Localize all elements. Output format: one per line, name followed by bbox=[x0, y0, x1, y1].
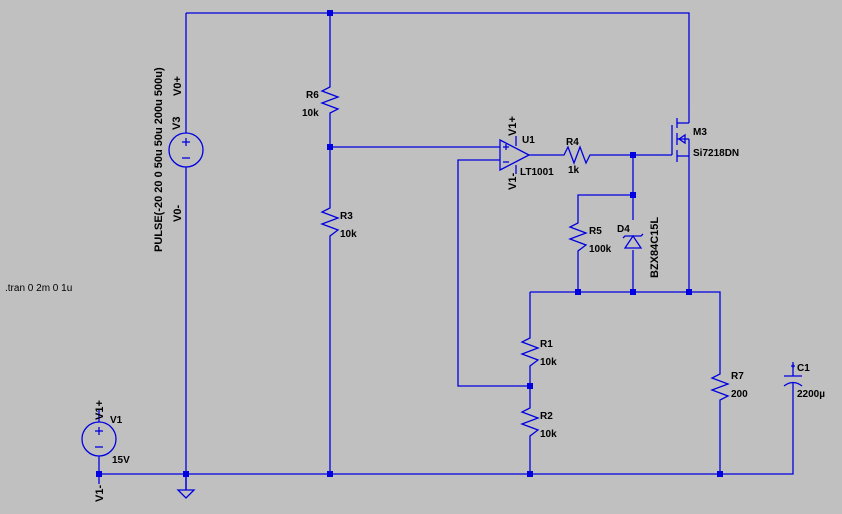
r2-name: R2 bbox=[540, 411, 553, 422]
wires bbox=[98, 12, 794, 490]
resistor-R2[interactable]: R2 10k bbox=[520, 404, 557, 442]
r1-name: R1 bbox=[540, 339, 553, 350]
r6-name: R6 bbox=[306, 90, 319, 101]
junction-dots bbox=[96, 10, 723, 477]
r7-value: 200 bbox=[731, 389, 748, 400]
resistor-icon bbox=[560, 145, 592, 165]
r3-value: 10k bbox=[340, 229, 357, 240]
resistor-icon bbox=[710, 370, 730, 404]
resistor-R6[interactable]: R6 10k bbox=[302, 83, 340, 119]
u1-name: U1 bbox=[522, 135, 535, 146]
voltage-source-V3[interactable]: V3 PULSE(-20 20 0 50u 50u 200u 500u) V0+… bbox=[153, 67, 204, 252]
capacitor-C1[interactable]: C1 2200µ bbox=[783, 363, 825, 400]
source-v1minus-label: V1- bbox=[94, 485, 106, 502]
d4-name: D4 bbox=[617, 224, 630, 235]
zener-D4[interactable]: D4 BZX84C15L bbox=[617, 217, 661, 278]
resistor-R1[interactable]: R1 10k bbox=[520, 334, 557, 370]
ground-icon bbox=[176, 474, 196, 499]
spice-directive[interactable]: .tran 0 2m 0 1u bbox=[5, 283, 72, 294]
v0-minus-label: V0- bbox=[172, 205, 184, 222]
opamp-v1plus-label: V1+ bbox=[507, 116, 519, 136]
zener-diode-icon bbox=[622, 233, 644, 249]
r1-value: 10k bbox=[540, 357, 557, 368]
m3-name: M3 bbox=[693, 127, 707, 138]
voltage-source-icon bbox=[81, 421, 117, 457]
resistor-icon bbox=[520, 334, 540, 370]
voltage-source-icon bbox=[168, 132, 204, 168]
v3-value: PULSE(-20 20 0 50u 50u 200u 500u) bbox=[153, 67, 165, 252]
v1-name: V1 bbox=[110, 415, 123, 426]
v3-name: V3 bbox=[171, 117, 183, 130]
mosfet-M3[interactable]: M3 Si7218DN bbox=[671, 108, 739, 172]
opamp-U1[interactable]: U1 LT1001 V1+ V1- bbox=[499, 116, 554, 190]
voltage-source-V1[interactable]: V1 15V V1+ V1- bbox=[81, 400, 130, 502]
resistor-icon bbox=[320, 83, 340, 117]
r4-name: R4 bbox=[566, 137, 579, 148]
r5-value: 100k bbox=[589, 244, 612, 255]
r2-value: 10k bbox=[540, 429, 557, 440]
resistor-icon bbox=[320, 204, 340, 242]
v0-plus-label: V0+ bbox=[172, 76, 184, 96]
u1-value: LT1001 bbox=[520, 167, 554, 178]
m3-value: Si7218DN bbox=[693, 148, 739, 159]
mosfet-icon bbox=[671, 108, 690, 172]
opamp-icon bbox=[499, 138, 531, 172]
resistor-R7[interactable]: R7 200 bbox=[710, 370, 748, 404]
resistor-R4[interactable]: R4 1k bbox=[560, 137, 592, 176]
r6-value: 10k bbox=[302, 108, 319, 119]
resistor-R3[interactable]: R3 10k bbox=[320, 204, 357, 242]
resistor-icon bbox=[568, 219, 588, 257]
r4-value: 1k bbox=[568, 165, 580, 176]
v1-value: 15V bbox=[112, 455, 130, 466]
r7-name: R7 bbox=[731, 371, 744, 382]
capacitor-icon bbox=[783, 364, 803, 387]
resistor-R5[interactable]: R5 100k bbox=[568, 219, 612, 257]
r3-name: R3 bbox=[340, 211, 353, 222]
r5-name: R5 bbox=[589, 226, 602, 237]
c1-name: C1 bbox=[797, 363, 810, 374]
resistor-icon bbox=[520, 404, 540, 442]
opamp-v1minus-label: V1- bbox=[507, 173, 519, 190]
source-v1plus-label: V1+ bbox=[94, 400, 106, 420]
c1-value: 2200µ bbox=[797, 389, 825, 400]
d4-value: BZX84C15L bbox=[649, 217, 661, 278]
